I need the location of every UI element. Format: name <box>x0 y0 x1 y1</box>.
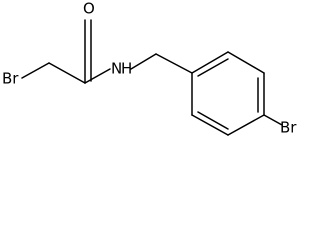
bond-ring-br <box>263 114 283 126</box>
atom-label-hydrogen: H <box>121 60 132 78</box>
structure-diagram: Br O N H Br <box>2 0 297 137</box>
ring-bond-2 <box>191 114 229 136</box>
atom-label-oxygen: O <box>83 0 95 18</box>
ring-bond-3 <box>227 114 265 136</box>
atom-label-nitrogen: N <box>111 60 122 78</box>
ring-bond-5 <box>227 51 265 74</box>
bond-nitrogen-ch2 <box>130 53 157 70</box>
chemical-structure: Br O N H Br <box>2 0 298 137</box>
atom-label-bromine-right: Br <box>280 119 297 137</box>
bond-ch2-carbonyl <box>48 62 86 84</box>
bond-br-ch2 <box>21 62 50 79</box>
atom-label-bromine-left: Br <box>2 70 19 88</box>
bond-carbonyl-nitrogen <box>84 68 111 84</box>
ring-bond-6 <box>191 51 229 74</box>
bond-ch2-ring <box>155 53 193 74</box>
ring-inner-bond-3 <box>197 111 229 130</box>
ring-inner-bond-1 <box>197 58 229 77</box>
